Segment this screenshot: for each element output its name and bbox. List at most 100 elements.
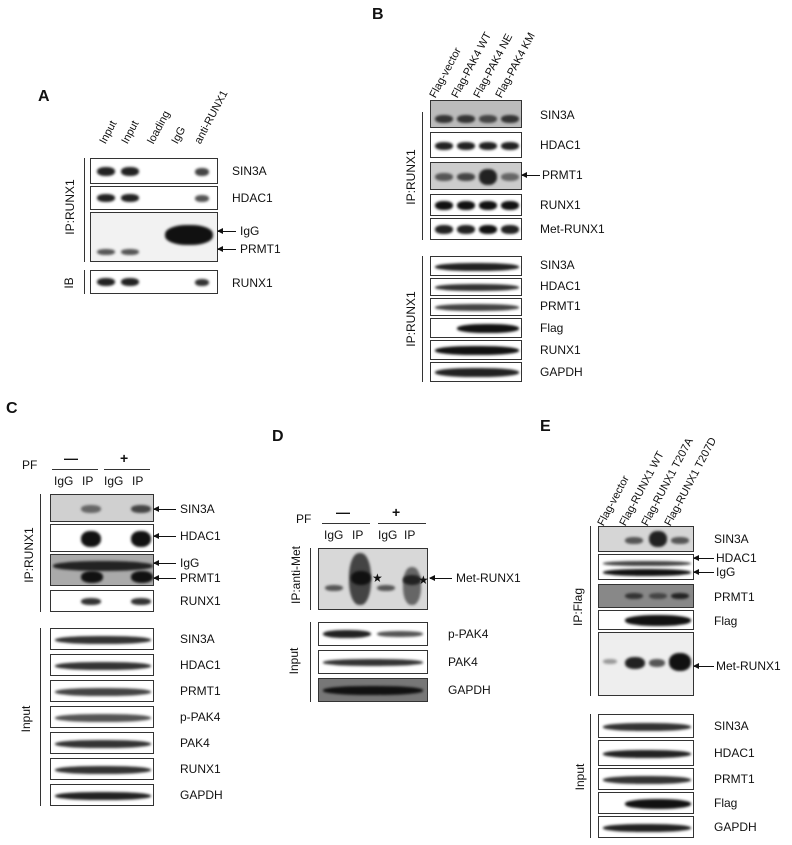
arrow bbox=[217, 246, 236, 252]
row-label: Flag bbox=[714, 614, 738, 628]
lane-label: Input bbox=[97, 118, 120, 146]
blot-b-in-prmt1 bbox=[430, 298, 522, 316]
row-label: GAPDH bbox=[714, 820, 757, 834]
blot-d-gapdh bbox=[318, 678, 428, 702]
blot-b-prmt1 bbox=[430, 162, 522, 190]
blot-b-met-runx1 bbox=[430, 218, 522, 240]
arrow bbox=[153, 506, 176, 512]
bracket-line bbox=[422, 256, 423, 382]
blot-a-hdac1 bbox=[90, 186, 218, 210]
arrow bbox=[217, 228, 236, 234]
blot-a-runx1 bbox=[90, 270, 218, 294]
blot-c-runx1 bbox=[50, 590, 154, 612]
lane-label: IP bbox=[132, 474, 144, 488]
row-label: SIN3A bbox=[540, 108, 575, 122]
row-label: IgG bbox=[180, 556, 200, 570]
blot-b-in-hdac1 bbox=[430, 278, 522, 296]
row-label: RUNX1 bbox=[180, 594, 221, 608]
lane-label: IgG bbox=[378, 528, 398, 542]
blot-b-in-gapdh bbox=[430, 362, 522, 382]
bracket-line bbox=[590, 526, 591, 696]
row-label: PAK4 bbox=[448, 655, 478, 669]
row-label: GAPDH bbox=[180, 788, 223, 802]
row-label: HDAC1 bbox=[540, 279, 581, 293]
blot-d-pak4 bbox=[318, 650, 428, 674]
row-label: SIN3A bbox=[180, 502, 215, 516]
arrow bbox=[429, 575, 452, 581]
divider bbox=[52, 469, 98, 470]
blot-d-met-runx1 bbox=[318, 548, 428, 610]
group-label: IP:RUNX1 bbox=[22, 527, 36, 583]
row-label: p-PAK4 bbox=[180, 710, 221, 724]
row-label: PRMT1 bbox=[714, 772, 755, 786]
blot-b-in-flag bbox=[430, 318, 522, 338]
blot-c-igg-prmt1 bbox=[50, 554, 154, 586]
blot-e-prmt1 bbox=[598, 584, 694, 608]
bracket-line bbox=[84, 270, 85, 294]
blot-e-in-sin3a bbox=[598, 714, 694, 738]
panel-e-label: E bbox=[540, 418, 551, 435]
divider bbox=[104, 469, 150, 470]
bracket-line bbox=[310, 622, 311, 702]
arrow bbox=[693, 569, 714, 575]
blot-e-in-hdac1 bbox=[598, 740, 694, 766]
lane-label: anti-RUNX1 bbox=[192, 88, 231, 146]
lane-label: IgG bbox=[169, 124, 189, 146]
bracket-line bbox=[84, 158, 85, 262]
row-label: HDAC1 bbox=[714, 746, 755, 760]
row-label: Flag bbox=[540, 321, 564, 335]
star-marker: ★ bbox=[418, 573, 429, 587]
bracket-line bbox=[310, 548, 311, 610]
row-label: PRMT1 bbox=[180, 571, 221, 585]
row-label: SIN3A bbox=[232, 164, 267, 178]
blot-c-in-hdac1 bbox=[50, 654, 154, 676]
blot-c-in-runx1 bbox=[50, 758, 154, 780]
blot-b-runx1 bbox=[430, 194, 522, 216]
lane-label: IgG bbox=[54, 474, 74, 488]
lane-label: IP bbox=[352, 528, 364, 542]
divider bbox=[322, 523, 370, 524]
row-label: RUNX1 bbox=[540, 198, 581, 212]
blot-b-sin3a bbox=[430, 100, 522, 128]
bracket-line bbox=[40, 628, 41, 806]
row-label: HDAC1 bbox=[180, 658, 221, 672]
arrow bbox=[521, 172, 540, 178]
panel-d-label: D bbox=[272, 428, 284, 445]
row-label: PRMT1 bbox=[540, 299, 581, 313]
row-label: GAPDH bbox=[540, 365, 583, 379]
arrow bbox=[693, 663, 714, 669]
blot-b-hdac1 bbox=[430, 132, 522, 158]
row-label: p-PAK4 bbox=[448, 627, 489, 641]
lane-label: IP bbox=[82, 474, 94, 488]
group-label: IP:anti-Met bbox=[289, 545, 303, 605]
blot-e-met-runx1 bbox=[598, 632, 694, 696]
blot-b-in-runx1 bbox=[430, 340, 522, 360]
blot-c-in-gapdh bbox=[50, 784, 154, 806]
pf-plus: + bbox=[120, 450, 129, 466]
pf-plus: + bbox=[392, 504, 401, 520]
blot-e-hdac1-igg bbox=[598, 554, 694, 580]
row-label: HDAC1 bbox=[180, 529, 221, 543]
arrow bbox=[153, 560, 176, 566]
group-label: IP:RUNX1 bbox=[404, 291, 418, 347]
lane-label: IgG bbox=[324, 528, 344, 542]
panel-c-label: C bbox=[6, 400, 18, 417]
row-label: HDAC1 bbox=[540, 138, 581, 152]
lane-label: Input bbox=[119, 118, 142, 146]
blot-b-in-sin3a bbox=[430, 256, 522, 276]
lane-label: IP bbox=[404, 528, 416, 542]
blot-a-sin3a bbox=[90, 158, 218, 184]
row-label: Met-RUNX1 bbox=[540, 222, 605, 236]
blot-c-in-prmt1 bbox=[50, 680, 154, 702]
group-label: IP:Flag bbox=[571, 588, 585, 627]
group-label: IB bbox=[62, 277, 76, 289]
bracket-line bbox=[422, 112, 423, 240]
arrow bbox=[153, 533, 176, 539]
pf-label: PF bbox=[22, 458, 38, 472]
row-label: SIN3A bbox=[540, 258, 575, 272]
pf-label: PF bbox=[296, 512, 312, 526]
blot-e-in-flag bbox=[598, 792, 694, 814]
star-marker: ★ bbox=[372, 571, 383, 585]
pf-minus: — bbox=[64, 450, 78, 466]
panel-b-label: B bbox=[372, 6, 384, 23]
